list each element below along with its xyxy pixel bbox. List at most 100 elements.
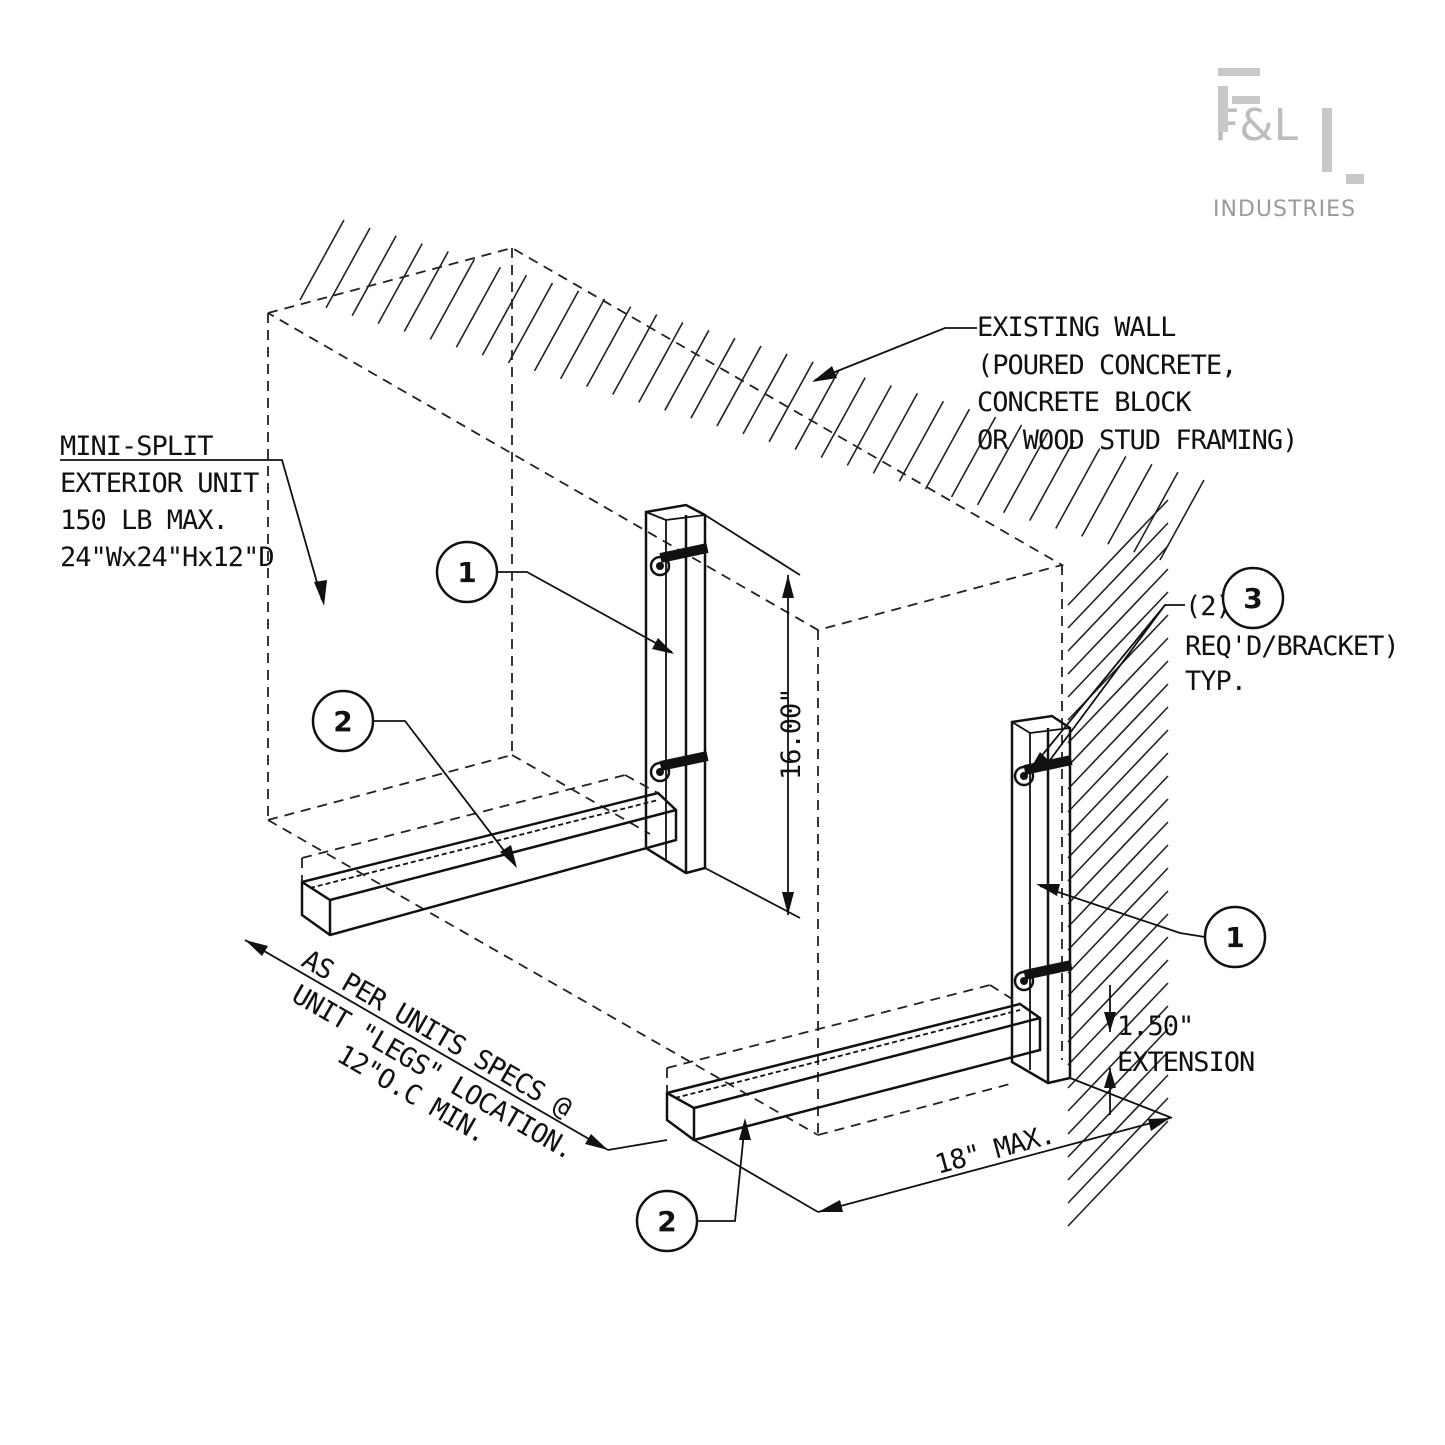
hatch-line (1067, 683, 1169, 790)
hatch-line (1067, 1005, 1169, 1112)
spacing-dimension: AS PER UNITS SPECS @ UNIT "LEGS" LOCATIO… (244, 939, 668, 1166)
hatch-line (846, 385, 892, 466)
hatch-line (377, 243, 423, 325)
hatch-line (1067, 522, 1169, 629)
callout-number: 1 (1225, 921, 1244, 954)
upright-bracket-right (1010, 714, 1073, 1085)
anchor-bolt-icon (649, 543, 709, 577)
hatch-line (403, 251, 449, 332)
hatch-line (481, 274, 528, 356)
height-dimension: 16.00" (704, 514, 807, 919)
hatch-line (1067, 913, 1169, 1020)
hatch-line (455, 266, 502, 348)
hatch-line (1107, 463, 1153, 545)
arm-bracket-front (665, 984, 1042, 1142)
exterior-unit-outline (267, 247, 1065, 1136)
hatch-line (299, 219, 345, 301)
hatch-line (325, 227, 371, 309)
hatch-line (1002, 432, 1049, 514)
hatch-line (1067, 1028, 1169, 1135)
hatch-line (429, 259, 476, 340)
hatch-line (898, 400, 945, 482)
bolt-note-line3: TYP. (1185, 666, 1246, 697)
hatch-line (507, 282, 554, 364)
hatch-line (1067, 1120, 1169, 1227)
anchor-bolt-icon (1013, 960, 1073, 992)
extension-dimension: 1.50" EXTENSION (1104, 985, 1255, 1115)
wall-label-line1: EXISTING WALL (977, 312, 1176, 343)
logo-mark-icon (1218, 68, 1364, 184)
callout-upright-right: 1 (1036, 884, 1267, 969)
hatch-line (1067, 936, 1169, 1043)
extension-dimension-text: 1.50" (1117, 1011, 1193, 1042)
height-dimension-text: 16.00" (776, 688, 807, 780)
anchor-bolt-icon (649, 751, 709, 783)
anchor-bolt-icon (1013, 755, 1073, 787)
hatch-line (559, 298, 606, 380)
bolt-note-line2: REQ'D/BRACKET) (1185, 631, 1399, 662)
hatch-line (664, 329, 710, 411)
hatch-line (1067, 729, 1169, 836)
unit-label-line1: MINI-SPLIT (60, 431, 213, 462)
callout-arm-front: 2 (635, 1118, 751, 1253)
hatch-line (872, 392, 919, 474)
hatch-line (1067, 821, 1169, 928)
callout-bolt: 3 (1221, 566, 1285, 630)
callout-arm-left: 2 (311, 689, 517, 868)
wall-label-line4: OR WOOD STUD FRAMING) (977, 425, 1297, 456)
unit-label-line3: 150 LB MAX. (60, 505, 228, 536)
wall-label: EXISTING WALL (POURED CONCRETE, CONCRETE… (812, 312, 1298, 456)
hatch-line (1081, 455, 1127, 537)
callout-number: 2 (657, 1205, 676, 1238)
hatch-line (976, 424, 1023, 506)
unit-label-line2: EXTERIOR UNIT (60, 468, 259, 499)
wall-hatching-top (299, 219, 1205, 561)
upright-bracket-left (644, 503, 709, 875)
hatch-line (1067, 637, 1169, 744)
hatch-line (1067, 982, 1169, 1089)
hatch-line (1067, 752, 1169, 859)
company-logo: F&L INDUSTRIES (1213, 100, 1355, 222)
hatch-line (924, 408, 971, 490)
hatch-line (950, 416, 997, 498)
hatch-line (794, 369, 840, 451)
hatch-line (1067, 568, 1169, 675)
hatch-line (1067, 1097, 1169, 1204)
unit-label: MINI-SPLIT EXTERIOR UNIT 150 LB MAX. 24"… (60, 431, 327, 606)
callout-number: 3 (1243, 582, 1262, 615)
callout-number: 1 (457, 556, 476, 589)
hatch-line (1067, 499, 1169, 606)
callout-upright-left: 1 (435, 540, 674, 654)
hatch-line (638, 322, 684, 403)
hatch-line (533, 290, 580, 372)
hatch-line (1067, 867, 1169, 974)
hatch-line (1067, 798, 1169, 905)
hatch-line (690, 337, 736, 419)
hatch-line (1067, 545, 1169, 652)
unit-label-line4: 24"Wx24"Hx12"D (60, 542, 274, 573)
wall-hatching-right (1067, 499, 1169, 1227)
depth-dimension-text: 18" MAX. (932, 1119, 1058, 1181)
hatch-line (585, 306, 632, 388)
bolt-note: (2) REQ'D/BRACKET) TYP. (1028, 591, 1400, 773)
hatch-line (1067, 844, 1169, 951)
hatch-line (1067, 959, 1169, 1066)
callout-number: 2 (333, 705, 352, 738)
hatch-line (1028, 440, 1075, 521)
hatch-line (1055, 448, 1101, 529)
hatch-line (1067, 890, 1169, 997)
wall-label-line3: CONCRETE BLOCK (977, 387, 1192, 418)
hatch-line (1067, 591, 1169, 698)
hatch-line (1067, 1074, 1169, 1181)
hatch-line (1067, 660, 1169, 767)
logo-mark: F&L (1214, 100, 1299, 151)
extension-label: EXTENSION (1117, 1047, 1254, 1078)
arm-bracket-left (300, 774, 678, 937)
hatch-line (768, 361, 814, 443)
wall-label-line2: (POURED CONCRETE, (977, 350, 1236, 381)
hatch-line (1067, 706, 1169, 813)
hatch-line (1067, 1051, 1169, 1158)
hatch-line (351, 235, 397, 317)
hatch-line (820, 377, 866, 458)
